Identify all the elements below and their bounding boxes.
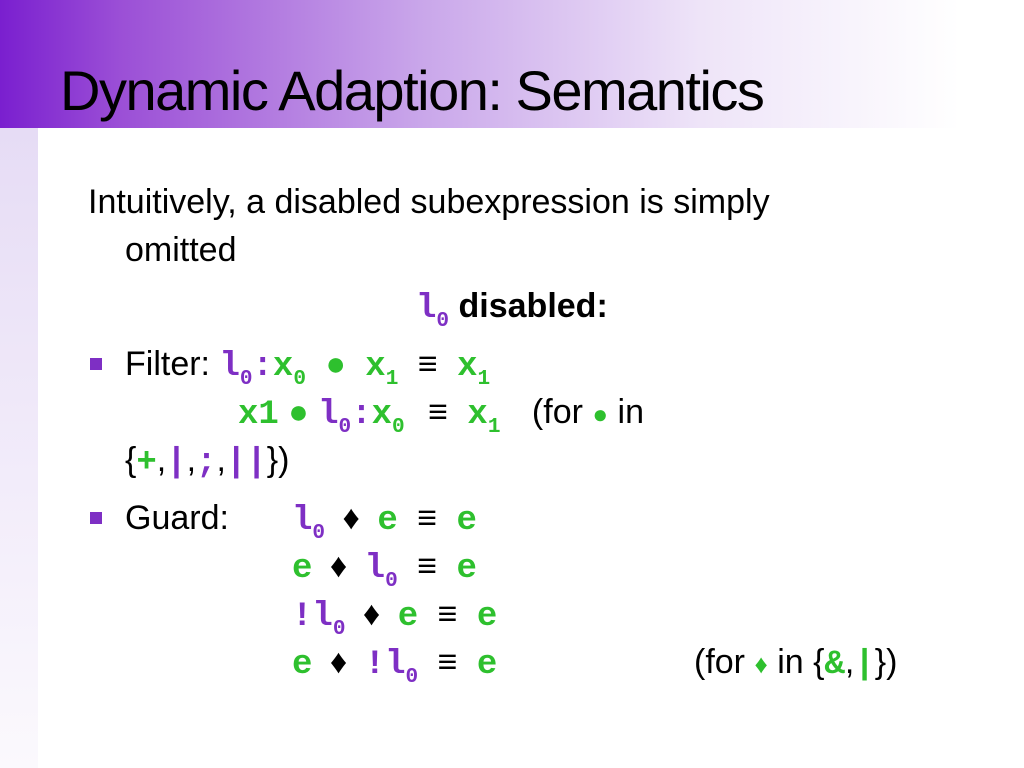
guard-l4-l-sub: 0	[405, 664, 419, 689]
filter-l2-x1: x1	[238, 396, 279, 434]
bullet-filter	[90, 358, 102, 370]
guard-line-2: e ♦ l0 ≡ e	[292, 546, 477, 593]
guard-set-amp: &	[824, 646, 845, 684]
guard-l4-res: e	[476, 646, 498, 684]
guard-l3-diamond: ♦	[362, 595, 381, 633]
guard-l3-equiv: ≡	[437, 595, 458, 633]
guard-l3-l-sub: 0	[332, 616, 346, 641]
intro-line-2: omitted	[125, 231, 237, 269]
disabled-label: disabled:	[458, 287, 608, 325]
side-strip	[0, 128, 38, 768]
filter-x1-sub: 1	[385, 366, 399, 391]
filter-l: l	[219, 348, 240, 386]
filter-set-comma-2: ,	[186, 441, 197, 479]
filter-l2-res-sub: 1	[487, 414, 501, 439]
filter-x1: x	[365, 348, 386, 386]
filter-l2-equiv: ≡	[428, 393, 448, 431]
guard-set-comma: ,	[844, 643, 855, 681]
filter-line-1: Filter: l0:x0 ● x1 ≡ x1	[125, 344, 491, 391]
filter-l-sub: 0	[239, 366, 253, 391]
label-l: l	[416, 290, 437, 328]
guard-label: Guard:	[125, 499, 229, 537]
filter-line-3: {+,|,;,||})	[125, 440, 289, 483]
guard-for-open: (for	[694, 643, 745, 681]
filter-l2-l: l	[318, 396, 339, 434]
guard-l2-diamond: ♦	[329, 547, 348, 585]
guard-line-1: l0 ♦ e ≡ e	[292, 498, 477, 545]
filter-x: x	[272, 348, 294, 386]
filter-set-comma-3: ,	[216, 441, 226, 479]
guard-l2-res: e	[456, 550, 477, 588]
guard-l1-diamond: ♦	[342, 499, 360, 537]
filter-colon: :	[252, 348, 273, 386]
guard-l1-e: e	[377, 502, 398, 540]
disabled-heading: l0 disabled:	[416, 286, 608, 333]
filter-for-in: in	[617, 393, 645, 431]
filter-op: ●	[325, 348, 346, 386]
guard-l2-e: e	[292, 550, 313, 588]
filter-for-dot: ●	[592, 399, 609, 429]
filter-for-open: (for	[531, 393, 583, 431]
title-band	[0, 0, 1024, 128]
filter-set-comma-1: ,	[156, 441, 167, 479]
guard-l4-notl: !l	[364, 646, 406, 684]
guard-l1-l-sub: 0	[312, 520, 326, 545]
guard-l1-equiv: ≡	[417, 499, 438, 537]
filter-set-open: {	[125, 441, 137, 479]
filter-set-semi: ;	[196, 444, 217, 482]
guard-for-diamond: ♦	[754, 649, 768, 679]
guard-l2-equiv: ≡	[417, 547, 438, 585]
filter-l2-res: x	[467, 396, 488, 434]
guard-line-3: !l0 ♦ e ≡ e	[292, 594, 498, 641]
filter-x-sub: 0	[293, 366, 306, 391]
filter-set-or: ||	[225, 444, 267, 482]
guard-l3-e: e	[397, 598, 419, 636]
guard-l4-diamond: ♦	[329, 643, 348, 681]
filter-line-2: x1 ● l0:x0 ≡ x1 (for ● in	[238, 392, 645, 439]
guard-l1-l: l	[292, 502, 313, 540]
intro-line-1: Intuitively, a disabled subexpression is…	[88, 183, 770, 221]
guard-set-open: {	[813, 643, 825, 681]
filter-res-sub: 1	[477, 366, 491, 391]
filter-l2-op: ●	[288, 396, 309, 434]
slide-title: Dynamic Adaption: Semantics	[60, 59, 765, 122]
guard-line-4: e ♦ !l0 ≡ e	[292, 642, 498, 689]
guard-l2-l: l	[364, 550, 386, 588]
filter-label: Filter:	[125, 345, 210, 383]
filter-l2-x: x	[371, 396, 392, 434]
filter-equiv: ≡	[417, 345, 438, 383]
guard-l4-e: e	[292, 646, 313, 684]
label-sub: 0	[436, 308, 450, 333]
filter-l2-l-sub: 0	[338, 414, 352, 439]
filter-set-plus: +	[136, 444, 157, 482]
guard-l3-notl: !l	[292, 598, 333, 636]
guard-for-note: (for ♦ in {&,|})	[694, 642, 897, 685]
guard-set-bar: |	[854, 646, 875, 684]
guard-for-in: in	[777, 643, 804, 681]
guard-l3-res: e	[476, 598, 498, 636]
bullet-guard	[90, 512, 102, 524]
guard-l2-l-sub: 0	[385, 568, 398, 593]
filter-set-bar: |	[166, 444, 187, 482]
guard-l1-res: e	[456, 502, 477, 540]
filter-set-close: })	[266, 441, 290, 479]
filter-l2-colon: :	[351, 396, 372, 434]
guard-set-close: })	[874, 643, 898, 681]
filter-res: x	[457, 348, 478, 386]
guard-l4-equiv: ≡	[437, 643, 458, 681]
filter-l2-x-sub: 0	[392, 414, 405, 439]
